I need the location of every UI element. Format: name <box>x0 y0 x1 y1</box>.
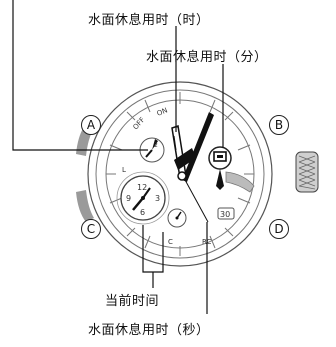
bezel-label-on: ON <box>156 106 169 117</box>
button-b-label: B <box>269 115 289 135</box>
bezel-label-l: L <box>122 166 126 174</box>
lower-small-dial <box>167 208 187 228</box>
date-window <box>217 207 235 220</box>
crown <box>295 151 319 193</box>
main-hands <box>171 112 214 223</box>
small-sub-dial <box>139 137 165 163</box>
current-time-label: 当前时间 <box>105 294 160 309</box>
sub-dial-number-3: 3 <box>155 194 160 203</box>
sub-dial-number-9: 9 <box>126 194 131 203</box>
bezel-label-c: C <box>168 238 173 246</box>
sub-dial-number-12: 12 <box>137 183 147 192</box>
water-rest-second-label: 水面休息用时（秒） <box>88 323 210 338</box>
button-c-label: C <box>81 219 101 239</box>
button-a-label: A <box>81 115 101 135</box>
mode-indicator <box>208 146 255 193</box>
date-window-number: 30 <box>220 210 230 219</box>
bezel <box>105 92 255 256</box>
water-rest-minute-label: 水面休息用时（分） <box>146 50 268 65</box>
current-time-sub-dial <box>116 171 170 225</box>
sub-dial-number-6: 6 <box>140 208 145 217</box>
small-dial-number: 2 <box>154 142 158 149</box>
button-d-label: D <box>269 219 289 239</box>
water-rest-hour-label: 水面休息用时（时） <box>88 13 210 28</box>
callout-lines <box>12 0 224 314</box>
